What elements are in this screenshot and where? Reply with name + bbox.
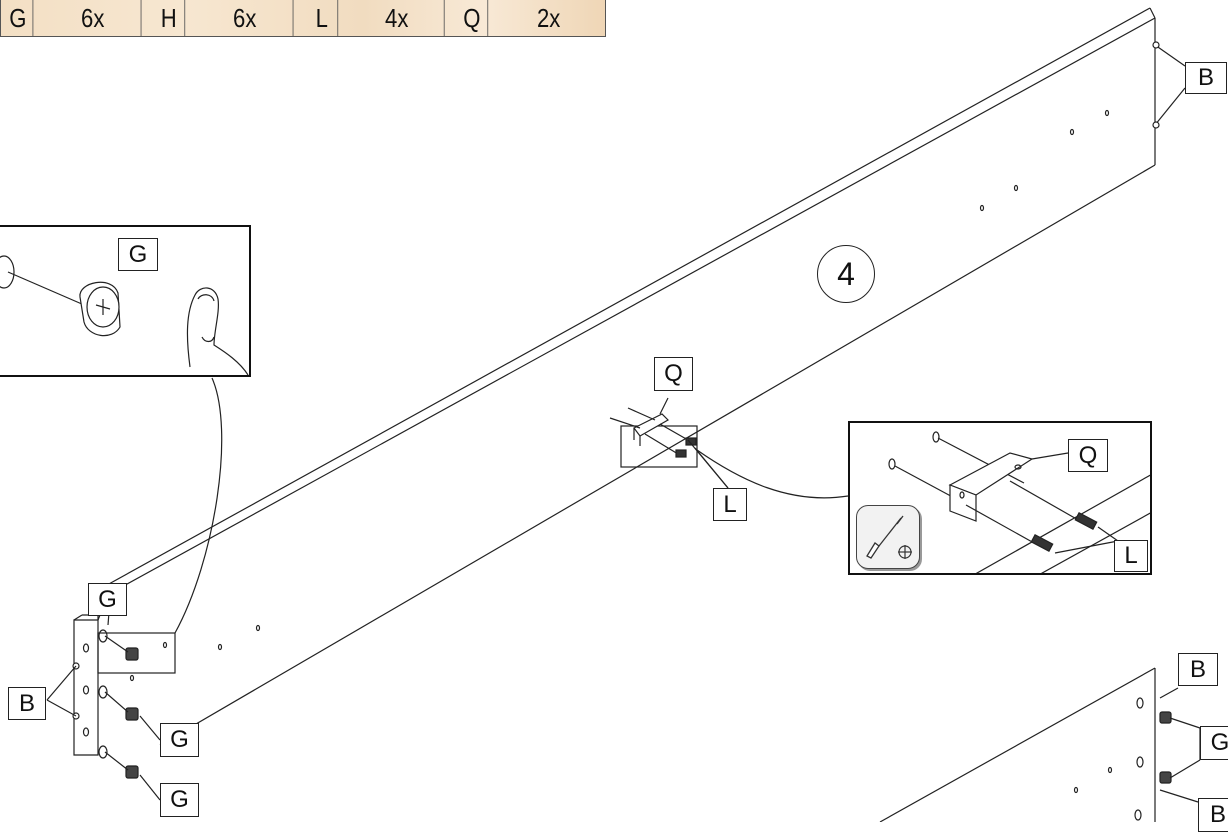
callout-label-L: L xyxy=(1114,540,1148,572)
long-panel xyxy=(97,7,1156,746)
callout-label-G: G xyxy=(1200,726,1228,760)
callout-label-G: G xyxy=(118,238,158,271)
screwdriver-tool-badge xyxy=(856,505,920,569)
inset-cam-lock: G xyxy=(0,225,251,377)
callout-label-Q: Q xyxy=(654,357,693,391)
part-qty-cell: 4x xyxy=(349,0,445,36)
panel-holes xyxy=(98,109,1110,759)
detail-frame-left xyxy=(97,632,176,674)
part-code-cell: Q xyxy=(456,0,489,36)
parts-quantity-table: G 6x H 6x L 4x Q 2x xyxy=(0,0,606,37)
bracket-inset-drawing xyxy=(888,431,1150,573)
callout-label-Q: Q xyxy=(1068,439,1108,472)
bracket-detail-frame xyxy=(620,425,698,468)
callout-label-G: G xyxy=(160,723,199,757)
second-panel xyxy=(879,667,1201,822)
callout-label-B: B xyxy=(8,687,46,720)
screwdriver-icon xyxy=(866,515,904,559)
callout-label-G: G xyxy=(160,783,199,817)
part-code-cell: H xyxy=(153,0,186,36)
inset-bracket: Q L xyxy=(848,421,1152,575)
callout-label-B: B xyxy=(1178,653,1218,686)
part-code-cell: L xyxy=(305,0,339,36)
part-qty-cell: 2x xyxy=(536,2,561,33)
callout-label-B: B xyxy=(1198,798,1228,832)
phillips-cross-icon xyxy=(898,545,912,559)
part-qty-cell: 6x xyxy=(44,0,142,36)
cam-locks-left xyxy=(104,635,139,779)
left-end-plate xyxy=(72,614,101,756)
cam-lock-inset-drawing xyxy=(0,255,249,375)
callout-label-B: B xyxy=(1185,62,1227,94)
part-qty-cell: 6x xyxy=(197,0,294,36)
callout-label-G: G xyxy=(88,583,127,616)
step-number: 4 xyxy=(817,245,875,303)
callout-label-L: L xyxy=(713,488,747,521)
part-code-cell: G xyxy=(4,0,33,36)
